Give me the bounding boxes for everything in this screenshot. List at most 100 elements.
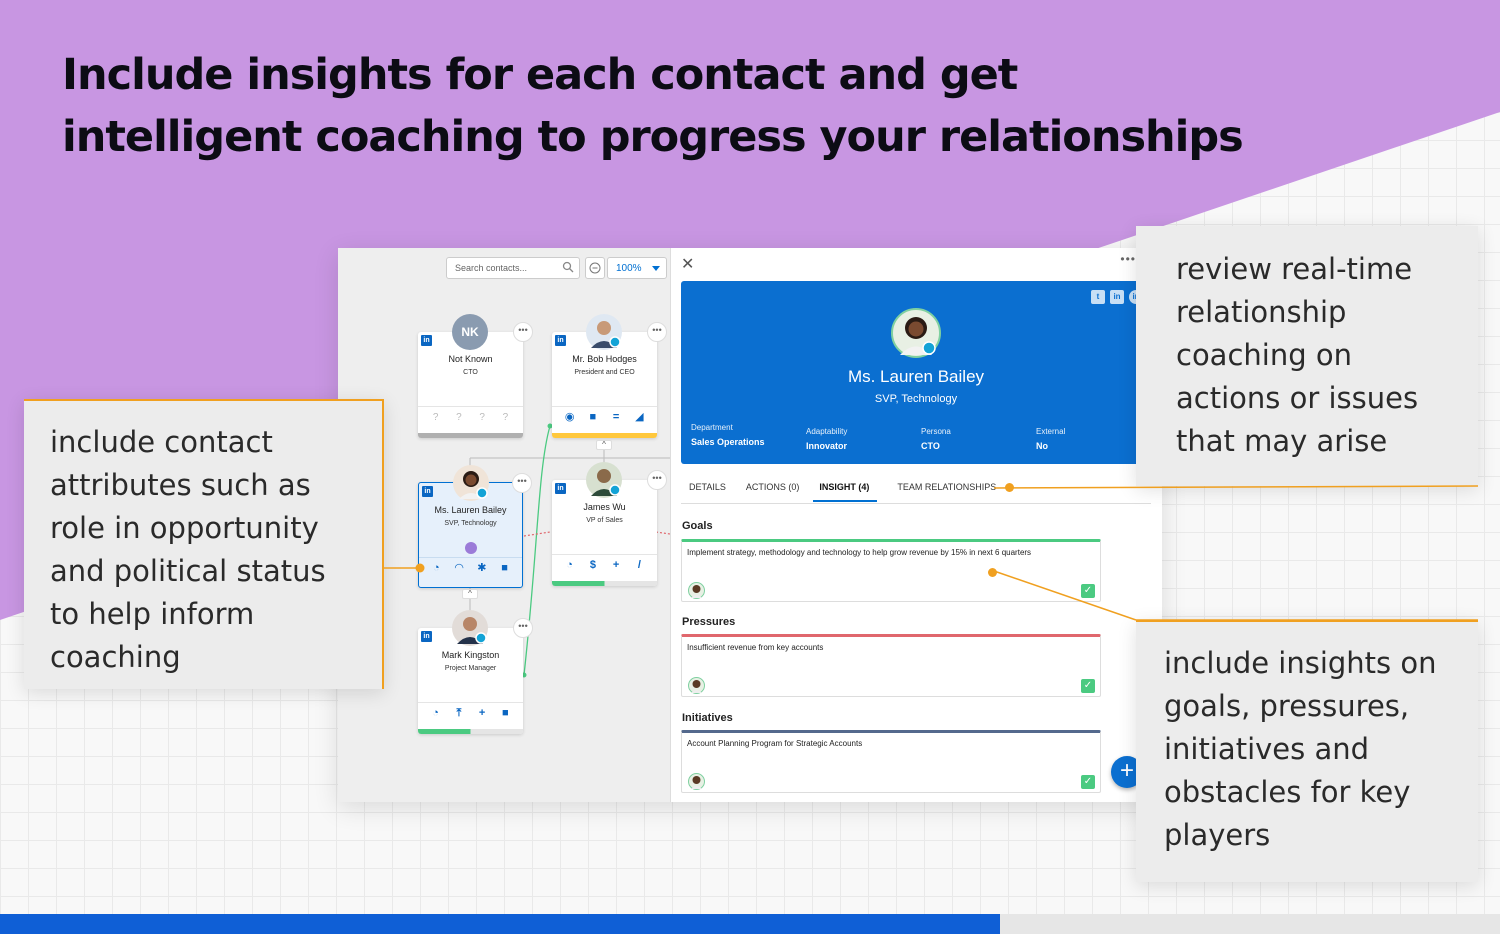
search-input[interactable]: Search contacts... — [446, 257, 580, 279]
avatar — [688, 582, 705, 599]
callout-line: actions or issues — [1176, 381, 1419, 415]
card-attribute-icons: ◉ ■ = ◢ — [552, 406, 657, 428]
handshake-icon[interactable]: ◠ — [454, 562, 464, 574]
callout-insights: include insights on goals, pressures, in… — [1136, 620, 1478, 882]
plus-icon[interactable]: + — [478, 707, 486, 719]
detail-tabs: DETAILS ACTIONS (0) INSIGHT (4) TEAM REL… — [683, 480, 1015, 502]
callout-contact-attributes: include contact attributes such as role … — [24, 399, 384, 689]
linkedin-icon[interactable]: in — [555, 335, 566, 346]
app-window: Search contacts... 100% in ••• NK — [338, 248, 1162, 802]
close-icon[interactable]: ✕ — [681, 256, 695, 273]
callout-line: attributes such as — [50, 468, 311, 502]
field-label: Department — [691, 423, 733, 432]
zoom-out-icon — [589, 262, 601, 274]
field-external: External No — [1036, 423, 1151, 451]
contact-card-not-known[interactable]: in ••• NK Not Known CTO ? ? ? ? — [418, 314, 533, 438]
checkbox-checked[interactable]: ✓ — [1081, 775, 1095, 789]
more-options-button[interactable]: ••• — [513, 322, 533, 342]
collapse-toggle[interactable]: ^ — [462, 589, 478, 599]
tab-insight[interactable]: INSIGHT (4) — [813, 480, 878, 502]
contact-card-mark-kingston[interactable]: in ••• Mark Kingston Project Manager ◔ ⤒… — [418, 610, 533, 734]
contact-name: James Wu — [583, 502, 626, 512]
callout-line: include contact — [50, 425, 273, 459]
contact-name: Mr. Bob Hodges — [572, 354, 637, 364]
avatar — [688, 773, 705, 790]
callout-line: relationship — [1176, 295, 1347, 329]
zoom-select[interactable]: 100% — [607, 257, 667, 279]
contact-name: Not Known — [448, 354, 493, 364]
unknown-attribute-icon[interactable]: ? — [479, 412, 485, 423]
contact-role: SVP, Technology — [444, 520, 497, 527]
search-icon — [562, 261, 574, 273]
card-attribute-icons: ? ? ? ? — [418, 406, 523, 428]
slash-icon[interactable]: / — [637, 559, 641, 571]
asterisk-icon[interactable]: ✱ — [477, 562, 487, 574]
contact-name: Ms. Lauren Bailey — [434, 505, 507, 515]
linkedin-icon[interactable]: in — [421, 631, 432, 642]
more-options-button[interactable]: ••• — [647, 322, 667, 342]
more-options-button[interactable]: ••• — [512, 473, 532, 493]
influence-badge-icon — [465, 542, 477, 554]
section-title-goals: Goals — [682, 520, 713, 532]
zoom-out-button[interactable] — [585, 257, 605, 279]
field-label: External — [1036, 427, 1066, 436]
zoom-value: 100% — [616, 263, 642, 274]
unknown-attribute-icon[interactable]: ? — [432, 412, 439, 423]
plus-icon[interactable]: + — [612, 559, 620, 571]
headline-line-1: Include insights for each contact and ge… — [62, 50, 1018, 100]
collapse-toggle[interactable]: ^ — [596, 440, 612, 450]
tab-label: TEAM RELATIONSHIPS — [897, 482, 997, 492]
contact-title: SVP, Technology — [874, 393, 958, 405]
signal-icon[interactable]: ◢ — [635, 411, 644, 423]
role-icon[interactable]: ◔ — [433, 562, 440, 574]
callout-line: that may arise — [1176, 424, 1388, 458]
insight-card-pressure[interactable]: Insufficient revenue from key accounts ✓ — [681, 634, 1101, 697]
linkedin-icon[interactable]: in — [421, 335, 432, 346]
contact-card-lauren-bailey[interactable]: in ••• Ms. Lauren Bailey SVP, Technology… — [418, 465, 532, 588]
contact-role: VP of Sales — [586, 517, 623, 524]
contact-header: t in in Ms. Lauren Bailey SVP, Technolog… — [681, 281, 1151, 464]
linkedin-icon[interactable]: in — [422, 486, 433, 497]
callout-line: goals, pressures, — [1164, 689, 1410, 723]
arrow-up-icon[interactable]: ⤒ — [456, 707, 462, 719]
tab-details[interactable]: DETAILS — [689, 482, 726, 492]
tab-team-relationships[interactable]: TEAM RELATIONSHIPS — [891, 480, 1015, 502]
tab-actions[interactable]: ACTIONS (0) — [745, 482, 800, 492]
status-bar — [552, 433, 657, 438]
more-options-button[interactable]: ••• — [513, 618, 533, 638]
org-chart-canvas[interactable]: Search contacts... 100% in ••• NK — [338, 248, 670, 802]
dollar-icon[interactable]: $ — [589, 559, 596, 571]
field-value: Innovator — [806, 441, 848, 451]
avatar — [586, 462, 622, 498]
avatar — [453, 465, 489, 501]
contact-role: CTO — [463, 369, 478, 376]
role-icon[interactable]: ◔ — [432, 707, 439, 719]
card-attribute-icons: ◔ ◠ ✱ ■ — [419, 557, 522, 579]
unknown-attribute-icon[interactable]: ? — [456, 412, 462, 423]
unknown-attribute-icon[interactable]: ? — [502, 412, 509, 423]
target-icon[interactable]: ◉ — [564, 411, 575, 423]
callout-line: include insights on — [1164, 646, 1437, 680]
contact-card-bob-hodges[interactable]: in ••• Mr. Bob Hodges President and CEO … — [552, 314, 667, 438]
insight-card-initiative[interactable]: Account Planning Program for Strategic A… — [681, 730, 1101, 793]
square-icon[interactable]: ■ — [502, 707, 509, 719]
callout-line: initiatives and — [1164, 732, 1370, 766]
more-options-button[interactable]: ••• — [1120, 252, 1136, 266]
callout-line: review real-time — [1176, 252, 1413, 286]
equals-icon[interactable]: = — [612, 411, 620, 423]
insight-card-goal[interactable]: Implement strategy, methodology and tech… — [681, 539, 1101, 602]
briefcase-icon[interactable]: ■ — [589, 411, 597, 423]
role-icon[interactable]: ◔ — [566, 559, 573, 571]
linkedin-icon[interactable]: in — [1110, 290, 1124, 304]
card-attribute-icons: ◔ ⤒ + ■ — [418, 702, 523, 724]
square-icon[interactable]: ■ — [501, 562, 508, 574]
checkbox-checked[interactable]: ✓ — [1081, 584, 1095, 598]
avatar — [452, 610, 488, 646]
contact-card-james-wu[interactable]: in ••• James Wu VP of Sales ◔ $ + / — [552, 462, 667, 586]
linkedin-icon[interactable]: in — [555, 483, 566, 494]
page-headline: Include insights for each contact and ge… — [62, 44, 1262, 168]
more-options-button[interactable]: ••• — [647, 470, 667, 490]
checkbox-checked[interactable]: ✓ — [1081, 679, 1095, 693]
section-title-initiatives: Initiatives — [682, 712, 733, 724]
twitter-icon[interactable]: t — [1091, 290, 1105, 304]
